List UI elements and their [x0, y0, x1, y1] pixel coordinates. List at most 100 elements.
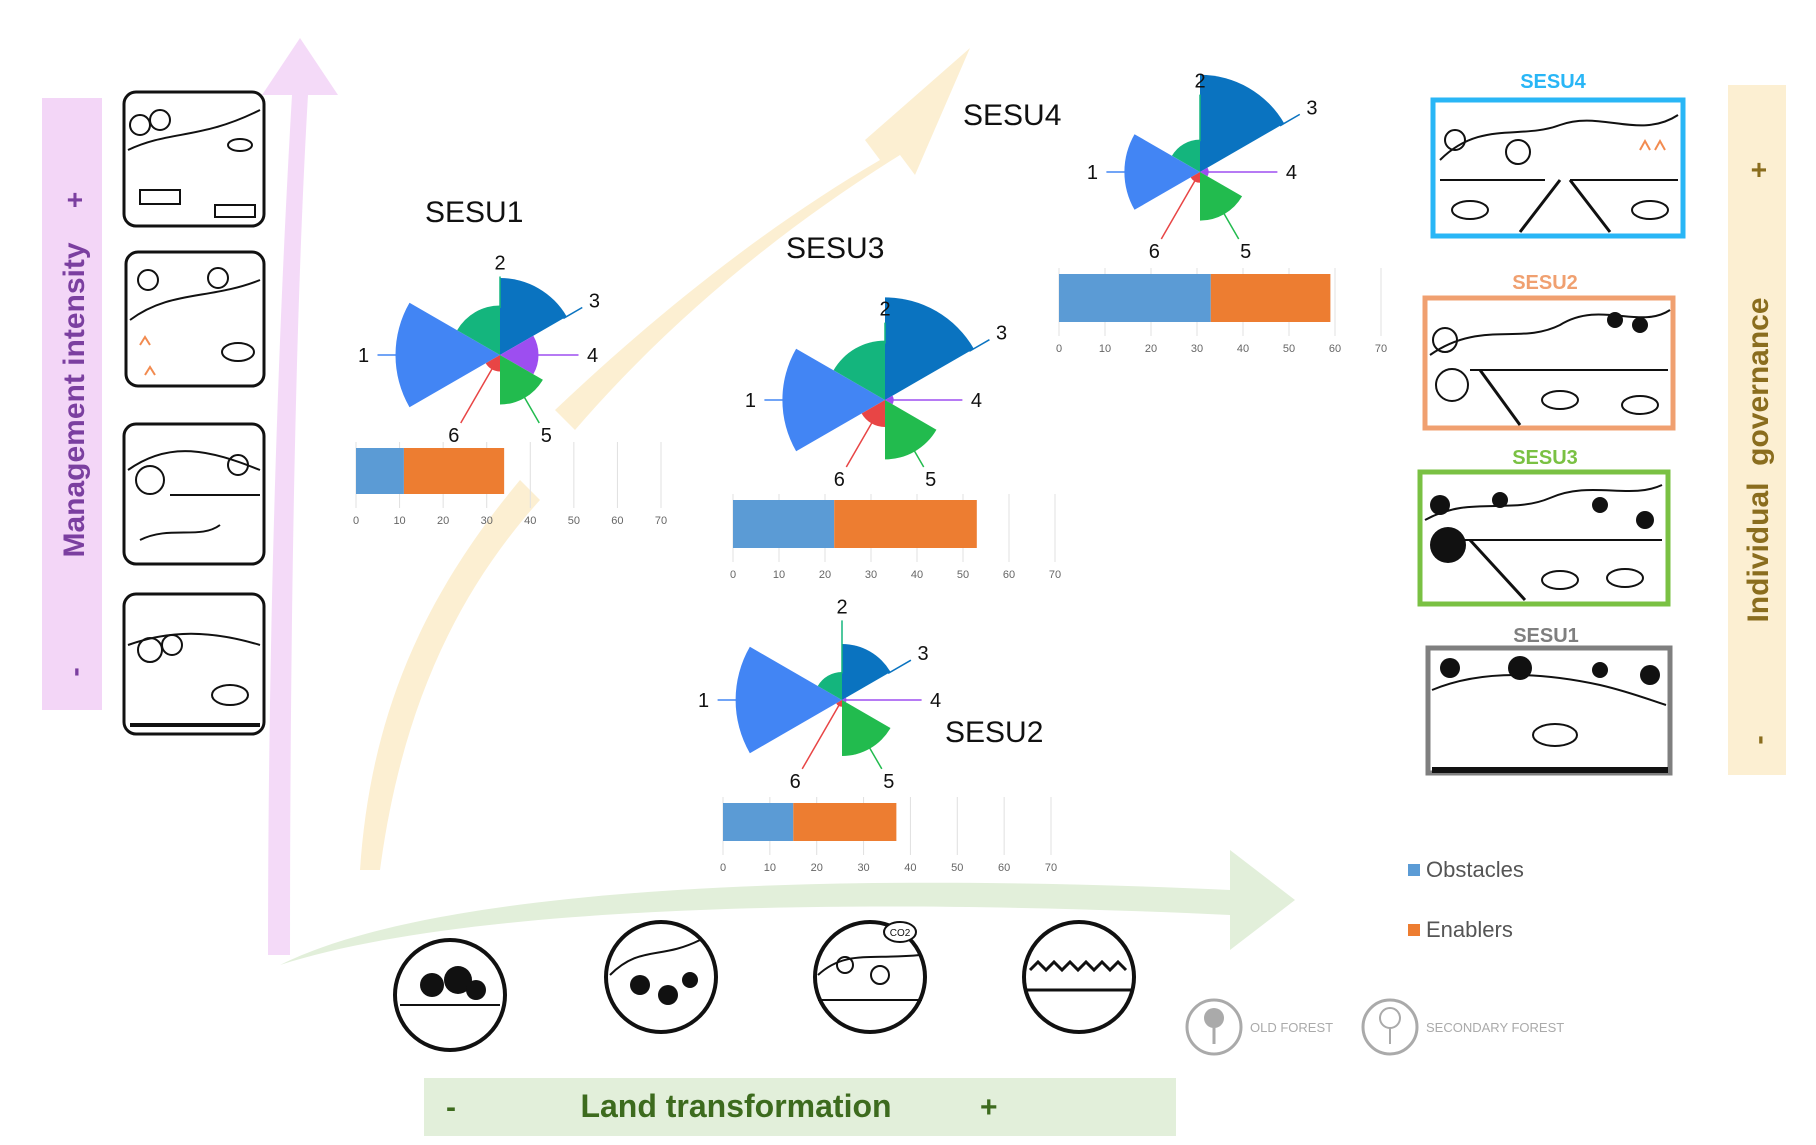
petal-label-4: 4 [971, 390, 982, 412]
governance-axis-label: Individual governance [1742, 297, 1775, 622]
tick-label: 30 [865, 569, 877, 581]
petal-label-3: 3 [996, 323, 1007, 345]
tick-label: 30 [1191, 343, 1203, 355]
petal-5 [1200, 172, 1243, 221]
governance-axis-plus: + [1743, 162, 1774, 178]
petal-1 [395, 302, 500, 408]
tick-label: 10 [1099, 343, 1111, 355]
co2-label: CO2 [890, 928, 911, 939]
petal-leader-3 [1279, 113, 1301, 127]
petal-label-3: 3 [589, 291, 600, 313]
tick-label: 10 [773, 569, 785, 581]
petal-2 [1171, 139, 1200, 172]
tick-label: 50 [951, 862, 963, 874]
bar-segment-enablers [1210, 274, 1331, 322]
panel-sesu3-label: SESU3 [1512, 447, 1578, 469]
petal-leader-6 [460, 368, 493, 424]
management-axis-label-box: Management intensity + - [42, 98, 102, 710]
panel-sesu2-label: SESU2 [1512, 272, 1578, 294]
land-axis-label-box: - Land transformation + [424, 1078, 1176, 1136]
petal-label-5: 5 [541, 425, 552, 447]
petal-label-5: 5 [1240, 241, 1251, 263]
petal-2 [833, 340, 885, 400]
tick-label: 20 [437, 515, 449, 527]
panel-sesu4: SESU4 [1430, 71, 1686, 239]
panel-sesu2: SESU2 [1422, 272, 1676, 431]
management-axis-label: Management intensity [58, 242, 91, 557]
petal-leader-6 [801, 705, 840, 770]
tick-label: 70 [1049, 569, 1061, 581]
tick-label: 40 [1237, 343, 1249, 355]
petal-5 [885, 400, 937, 460]
petal-label-2: 2 [1194, 71, 1205, 93]
petal-4 [885, 395, 894, 405]
bar-segment-obstacles [723, 803, 794, 841]
petal-4 [500, 335, 539, 375]
land-circle-4 [1022, 920, 1136, 1034]
old-forest-icon [1185, 998, 1243, 1056]
petal-5 [500, 355, 543, 405]
petal-2 [457, 305, 500, 355]
petal-3 [500, 278, 567, 355]
sesu-panels: SESU4 SESU2 SESU3 [1417, 71, 1686, 776]
tick-label: 60 [1329, 343, 1341, 355]
land-axis-minus: - [446, 1091, 456, 1124]
petal-leader-5 [1222, 211, 1240, 240]
sesu4-title: SESU4 [963, 99, 1061, 132]
petal-label-5: 5 [925, 469, 936, 491]
legend-swatch-enablers [1408, 924, 1420, 936]
tick-label: 40 [904, 862, 916, 874]
tick-label: 50 [1283, 343, 1295, 355]
petal-3 [1200, 74, 1285, 172]
petal-leader-3 [969, 339, 990, 352]
land-transformation-circles: CO2 [393, 920, 1136, 1052]
petal-5 [842, 700, 891, 756]
petal-label-5: 5 [883, 771, 894, 793]
petal-3 [842, 644, 891, 700]
petal-label-3: 3 [917, 643, 928, 665]
landscape-sketch-2 [124, 250, 266, 388]
petal-label-4: 4 [930, 690, 941, 712]
panel-sesu4-label: SESU4 [1520, 71, 1586, 93]
sesu3-title: SESU3 [786, 232, 884, 265]
petal-label-3: 3 [1306, 97, 1317, 119]
tick-label: 60 [1003, 569, 1015, 581]
left-landscape-sketches [122, 90, 266, 736]
petal-4 [1200, 167, 1209, 177]
sesu1-title: SESU1 [425, 196, 523, 229]
land-transformation-arrow [280, 850, 1295, 965]
panel-sesu1-label: SESU1 [1513, 625, 1579, 647]
tick-label: 0 [720, 862, 726, 874]
petal-label-2: 2 [879, 299, 890, 321]
petal-label-6: 6 [448, 425, 459, 447]
landscape-sketch-1 [122, 90, 266, 228]
petal-label-2: 2 [494, 253, 505, 275]
bar-segment-enablers [793, 803, 897, 841]
petal-1 [1124, 134, 1200, 210]
legend-swatch-obstacles [1408, 864, 1420, 876]
tick-label: 0 [1056, 343, 1062, 355]
landscape-sketch-3 [122, 422, 266, 566]
petal-label-2: 2 [836, 596, 847, 618]
bar-segment-enablers [403, 448, 505, 494]
bar-segment-obstacles [1059, 274, 1211, 322]
panel-sesu1: SESU1 [1425, 625, 1673, 776]
progression-arrow [360, 48, 970, 870]
petal-label-6: 6 [1149, 241, 1160, 263]
tick-label: 30 [481, 515, 493, 527]
petal-6 [1190, 172, 1200, 183]
petal-1 [735, 646, 842, 754]
petal-label-6: 6 [834, 469, 845, 491]
petal-label-6: 6 [790, 771, 801, 793]
petal-4 [842, 697, 847, 703]
tick-label: 20 [811, 862, 823, 874]
petal-1 [782, 348, 885, 452]
petal-leader-6 [1160, 180, 1196, 240]
land-circle-2 [604, 920, 718, 1034]
